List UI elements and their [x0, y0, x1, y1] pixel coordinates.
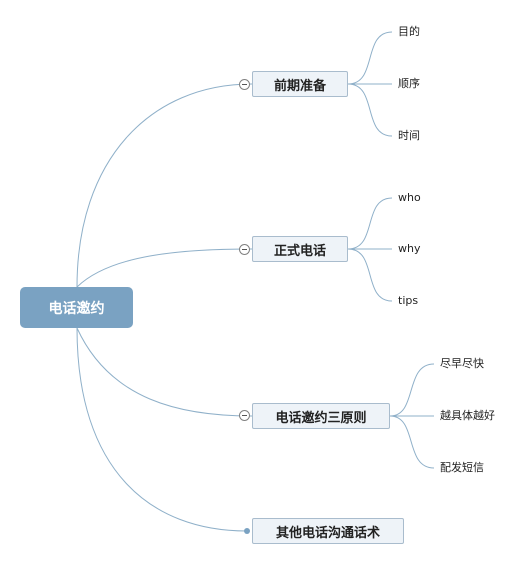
- connector-root-b4: [76, 327, 248, 532]
- connector-root-b1: [76, 83, 253, 288]
- connector-root-b2: [76, 248, 253, 288]
- connector-b2-l3: [347, 248, 393, 302]
- branch-topic-label: 电话邀约三原则: [275, 410, 367, 426]
- connector-b1-l1: [347, 31, 393, 85]
- connector-b3-l1: [389, 363, 435, 417]
- branch-topic-label: 前期准备: [273, 78, 326, 94]
- branch-topic-label: 正式电话: [273, 243, 326, 259]
- leaf-topic[interactable]: 配发短信: [440, 461, 484, 474]
- leaf-topic[interactable]: why: [398, 242, 421, 255]
- branch-topic-3[interactable]: 电话邀约三原则: [252, 403, 390, 429]
- connector-b1-l3: [347, 83, 393, 137]
- root-topic-label: 电话邀约: [48, 300, 105, 317]
- connector-root-b3: [76, 327, 253, 417]
- leaf-topic[interactable]: 目的: [398, 25, 420, 38]
- connector-b3-l3: [389, 415, 435, 469]
- branch-topic-label: 其他电话沟通话术: [275, 525, 380, 541]
- branch-topic-1[interactable]: 前期准备: [252, 71, 348, 97]
- leaf-topic[interactable]: 越具体越好: [440, 409, 495, 422]
- leaf-topic[interactable]: who: [398, 191, 421, 204]
- root-topic[interactable]: 电话邀约: [20, 287, 133, 328]
- leaf-topic[interactable]: 顺序: [398, 77, 420, 90]
- branch-topic-2[interactable]: 正式电话: [252, 236, 348, 262]
- leaf-topic[interactable]: tips: [398, 294, 419, 307]
- collapse-minus-icon[interactable]: [239, 410, 250, 421]
- collapsed-dot-icon[interactable]: [244, 528, 250, 534]
- leaf-topic[interactable]: 时间: [398, 129, 420, 142]
- leaf-topic[interactable]: 尽早尽快: [440, 357, 484, 370]
- branch-topic-4[interactable]: 其他电话沟通话术: [252, 518, 404, 544]
- collapse-minus-icon[interactable]: [239, 244, 250, 255]
- collapse-minus-icon[interactable]: [239, 79, 250, 90]
- connector-b2-l1: [347, 197, 393, 250]
